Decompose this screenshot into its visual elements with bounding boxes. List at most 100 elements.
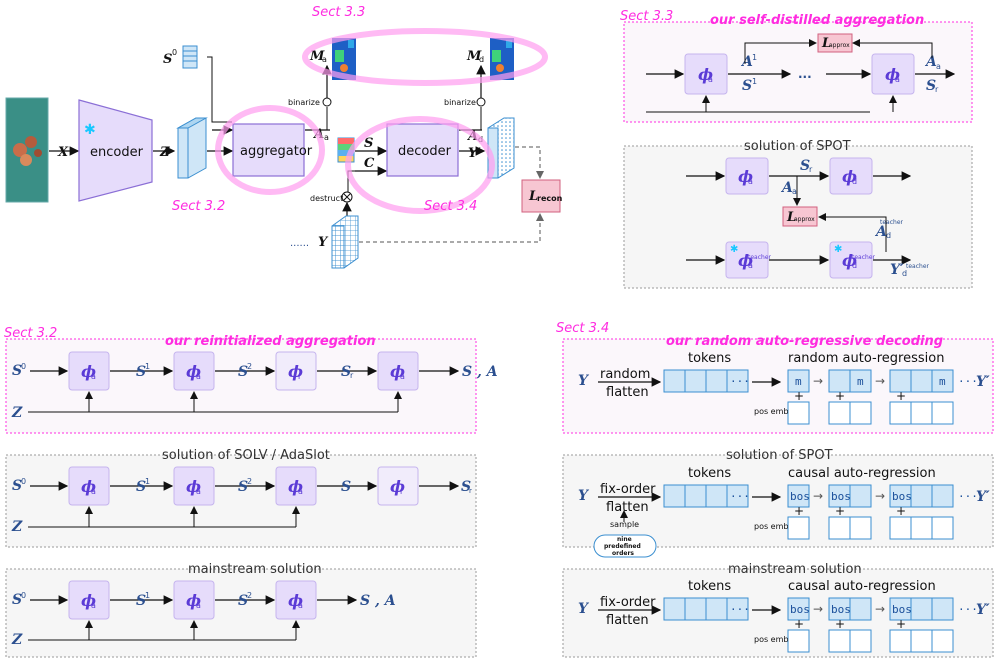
token-cell bbox=[705, 597, 728, 621]
svg-text:teacher: teacher bbox=[748, 254, 772, 261]
label-yprime: Y′ bbox=[468, 146, 481, 161]
svg-text:ϕ: ϕ bbox=[698, 65, 713, 84]
svg-text:0: 0 bbox=[21, 477, 26, 486]
plus-sign: + bbox=[896, 617, 906, 631]
svg-text:L: L bbox=[786, 210, 796, 225]
svg-text:S , A: S , A bbox=[360, 593, 396, 609]
svg-text:1: 1 bbox=[752, 53, 757, 62]
ar-token-cell bbox=[931, 597, 954, 621]
dec-output-label: Y′ bbox=[976, 602, 990, 618]
label-y: Y bbox=[318, 235, 329, 250]
token-label: bos bbox=[831, 603, 851, 616]
svg-text:ϕ: ϕ bbox=[288, 362, 303, 381]
plus-sign: + bbox=[835, 504, 845, 518]
ar-token-cell bbox=[931, 369, 954, 393]
flatten-label: fix-order bbox=[600, 595, 656, 610]
svg-text:2: 2 bbox=[247, 362, 252, 371]
svg-text:ϕ: ϕ bbox=[186, 362, 201, 381]
svg-text:Z: Z bbox=[11, 632, 23, 648]
pos-emb-cell bbox=[828, 629, 851, 653]
pos-emb-cell bbox=[889, 629, 912, 653]
pos-emb-cell bbox=[910, 629, 933, 653]
svg-text:S: S bbox=[742, 78, 752, 94]
svg-text:S , A: S , A bbox=[462, 364, 498, 380]
token-cell bbox=[663, 484, 686, 508]
dec-input-y: Y bbox=[578, 373, 590, 389]
ar-token-cell bbox=[787, 484, 810, 508]
svg-text:ϕ: ϕ bbox=[288, 477, 303, 496]
dec-input-y: Y bbox=[578, 601, 590, 617]
label-s0: S bbox=[163, 52, 172, 67]
svg-text:a: a bbox=[936, 62, 941, 71]
svg-text:A: A bbox=[874, 224, 887, 240]
svg-text:S: S bbox=[238, 364, 248, 380]
token-cell bbox=[684, 597, 707, 621]
step-arrow: → bbox=[813, 374, 823, 388]
panel-title-random-dec: our random auto-regressive decoding bbox=[666, 334, 943, 349]
ar-token-cell bbox=[910, 369, 933, 393]
svg-text:d: d bbox=[852, 177, 857, 186]
phi-a-block bbox=[684, 53, 728, 95]
svg-text:ϕ: ϕ bbox=[390, 362, 405, 381]
token-cell bbox=[726, 484, 749, 508]
step-arrow: → bbox=[875, 602, 885, 616]
svg-text:a: a bbox=[196, 487, 201, 496]
svg-text:A: A bbox=[780, 180, 793, 196]
label-c: C bbox=[364, 156, 375, 171]
token-cell bbox=[726, 597, 749, 621]
svg-text:ϕ: ϕ bbox=[738, 251, 753, 270]
svg-text:S: S bbox=[136, 364, 146, 380]
svg-text:d: d bbox=[852, 261, 857, 270]
svg-text:L: L bbox=[528, 189, 538, 204]
svg-text:ϕ: ϕ bbox=[81, 591, 96, 610]
svg-text:a: a bbox=[708, 75, 713, 84]
svg-text:0: 0 bbox=[21, 591, 26, 600]
svg-text:Z: Z bbox=[11, 519, 23, 535]
svg-text:a: a bbox=[298, 487, 303, 496]
flatten-label: random bbox=[600, 367, 650, 382]
label-s: S bbox=[364, 136, 373, 151]
regression-label: random auto-regression bbox=[788, 351, 944, 366]
plus-sign: + bbox=[835, 389, 845, 403]
step-arrow: → bbox=[875, 489, 885, 503]
token-label: bos bbox=[831, 490, 851, 503]
dec-input-y: Y bbox=[578, 488, 590, 504]
panel-title-selfdistill: our self-distilled aggregation bbox=[710, 13, 924, 28]
encoder-label: encoder bbox=[90, 145, 144, 160]
svg-text:ϕ: ϕ bbox=[186, 477, 201, 496]
svg-text:a: a bbox=[298, 601, 303, 610]
label-ma: M bbox=[309, 49, 325, 64]
svg-text:a: a bbox=[196, 372, 201, 381]
svg-text:ϕ: ϕ bbox=[186, 591, 201, 610]
recon-loss-box bbox=[521, 179, 561, 213]
svg-text:0: 0 bbox=[21, 362, 26, 371]
svg-text:ϕ: ϕ bbox=[81, 362, 96, 381]
plus-sign: + bbox=[896, 389, 906, 403]
highlight-masks bbox=[302, 28, 548, 86]
svg-text:...: ... bbox=[798, 67, 812, 81]
svg-text:S: S bbox=[136, 479, 146, 495]
svg-text:a: a bbox=[322, 55, 327, 64]
plus-sign: + bbox=[835, 617, 845, 631]
pos-emb-label: pos emb bbox=[754, 522, 788, 531]
pos-emb-cell bbox=[828, 401, 851, 425]
binarize-label-1: binarize bbox=[288, 98, 320, 107]
dots-label: ··· bbox=[958, 603, 978, 616]
svg-text:ϕ: ϕ bbox=[842, 251, 857, 270]
pos-emb-cell bbox=[889, 516, 912, 540]
svg-text:r: r bbox=[809, 165, 813, 174]
svg-text:Z: Z bbox=[11, 405, 23, 421]
lapprox-box-2 bbox=[782, 206, 818, 227]
tokens-label: tokens bbox=[688, 466, 731, 481]
tokens-label: tokens bbox=[688, 579, 731, 594]
ar-token-cell bbox=[787, 597, 810, 621]
svg-text:a: a bbox=[91, 601, 96, 610]
regression-label: causal auto-regression bbox=[788, 579, 936, 594]
svg-text:0: 0 bbox=[172, 48, 177, 57]
token-dots: ··· bbox=[730, 490, 750, 503]
svg-text:ϕ: ϕ bbox=[738, 167, 753, 186]
target-grid bbox=[331, 215, 359, 269]
token-label: m bbox=[857, 375, 864, 388]
feature-cube bbox=[176, 117, 208, 179]
